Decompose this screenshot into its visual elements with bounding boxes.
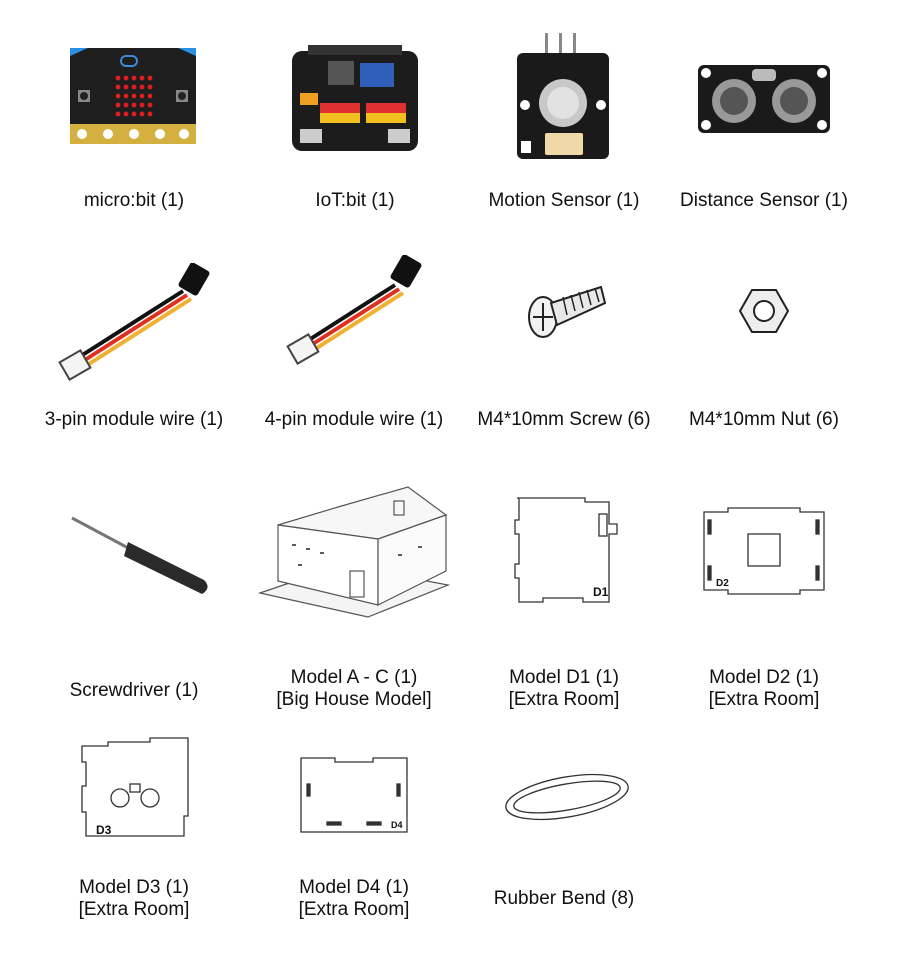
item-caption-rubber-band: Rubber Bend (8) bbox=[493, 888, 635, 909]
item-caption-distance-sensor: Distance Sensor (1) bbox=[680, 190, 848, 211]
item-caption-model-d1: Model D1 (1)[Extra Room] bbox=[508, 667, 620, 710]
panel-mark-d2: D2 bbox=[716, 578, 729, 589]
distance-sensor-image bbox=[696, 63, 832, 135]
item-caption-nut: M4*10mm Nut (6) bbox=[689, 409, 839, 430]
item-caption-motion-sensor: Motion Sensor (1) bbox=[488, 190, 640, 211]
screw-image bbox=[523, 277, 607, 341]
item-caption-four-pin-wire: 4-pin module wire (1) bbox=[264, 409, 444, 430]
panel-mark-d4: D4 bbox=[391, 820, 403, 830]
panel-mark-d1: D1 bbox=[593, 585, 609, 599]
item-caption-model-d4: Model D4 (1)[Extra Room] bbox=[298, 877, 410, 920]
model-d3-image: D3 bbox=[80, 736, 192, 842]
item-caption-three-pin-wire: 3-pin module wire (1) bbox=[44, 409, 224, 430]
iotbit-image bbox=[290, 43, 420, 155]
model-d4-image: D4 bbox=[297, 754, 411, 836]
item-caption-screw: M4*10mm Screw (6) bbox=[477, 409, 651, 430]
item-caption-screwdriver: Screwdriver (1) bbox=[69, 680, 199, 701]
screwdriver-image bbox=[66, 512, 212, 598]
nut-image bbox=[738, 287, 790, 335]
item-caption-big-house: Model A - C (1)[Big House Model] bbox=[276, 667, 432, 710]
item-caption-microbit: micro:bit (1) bbox=[83, 190, 185, 211]
rubber-band-image bbox=[502, 766, 632, 828]
item-caption-model-d3: Model D3 (1)[Extra Room] bbox=[78, 877, 190, 920]
model-d2-image: D2 bbox=[700, 506, 828, 596]
model-d1-image: D1 bbox=[513, 494, 625, 606]
item-caption-model-d2: Model D2 (1)[Extra Room] bbox=[708, 667, 820, 710]
motion-sensor-image bbox=[515, 33, 611, 161]
big-house-model-image bbox=[258, 485, 450, 620]
three-pin-wire-image bbox=[55, 263, 210, 383]
four-pin-wire-image bbox=[283, 255, 423, 365]
panel-mark-d3: D3 bbox=[96, 823, 112, 837]
microbit-image bbox=[68, 46, 198, 146]
item-caption-iotbit: IoT:bit (1) bbox=[315, 190, 395, 211]
